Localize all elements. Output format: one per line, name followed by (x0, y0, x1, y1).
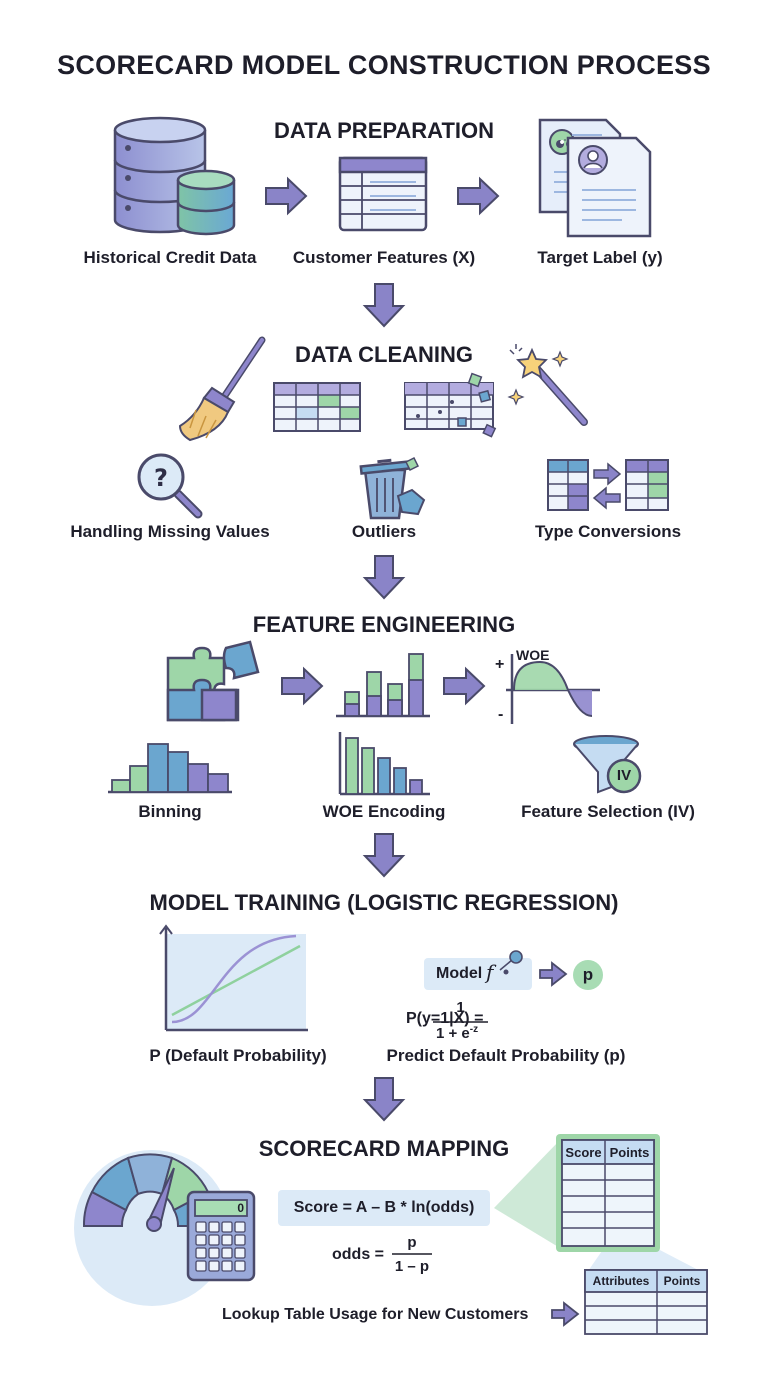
diagram-title: SCORECARD MODEL CONSTRUCTION PROCESS (57, 50, 711, 80)
calculator-key (208, 1234, 220, 1246)
model-function-symbol: f (486, 960, 494, 984)
plus-sign: + (495, 656, 505, 673)
broom-icon (178, 336, 266, 442)
section-heading-model-training: MODEL TRAINING (LOGISTIC REGRESSION) (149, 890, 619, 915)
table-header-attributes: Attributes (592, 1274, 650, 1288)
section-heading-data-preparation: DATA PREPARATION (274, 118, 494, 143)
calculator-key (221, 1260, 233, 1272)
calculator-key (221, 1247, 233, 1259)
section-heading-scorecard-mapping: SCORECARD MAPPING (258, 1136, 510, 1161)
model-box-label: Model (436, 965, 483, 982)
logistic-chart-icon (159, 924, 308, 1032)
calculator-key (195, 1260, 207, 1272)
label-woe-encoding: WOE Encoding (322, 802, 446, 821)
down-arrow-icon (362, 283, 406, 328)
magnifier-question-icon: ? (137, 453, 203, 519)
type-conversion-icon (547, 459, 669, 511)
odds-denominator: 1 – p (394, 1258, 430, 1275)
features-table-icon (338, 156, 428, 232)
section-heading-feature-engineering: FEATURE ENGINEERING (252, 612, 516, 637)
label-target-label: Target Label (y) (537, 248, 663, 267)
label-predict-default-probability: Predict Default Probability (p) (386, 1046, 626, 1065)
arrow-icon (281, 666, 324, 706)
down-arrow-icon (362, 555, 406, 600)
label-outliers: Outliers (351, 522, 417, 541)
score-points-table (556, 1134, 660, 1252)
label-lookup-table-usage: Lookup Table Usage for New Customers (222, 1306, 529, 1323)
calculator-key (195, 1247, 207, 1259)
document-profile-icon (566, 136, 652, 238)
magic-wand-icon (507, 344, 588, 426)
table-header-score: Score (565, 1145, 602, 1160)
calculator-display: 0 (237, 1201, 244, 1215)
label-customer-features: Customer Features (X) (292, 248, 476, 267)
score-formula: Score = A – B * ln(odds) (293, 1199, 475, 1216)
calculator-key (208, 1221, 220, 1233)
woe-bars-icon (338, 732, 430, 796)
calculator-key (234, 1221, 246, 1233)
label-default-probability: P (Default Probability) (149, 1046, 327, 1065)
calculator-key (221, 1234, 233, 1246)
stacked-bar-icon (336, 653, 430, 718)
database-icon (113, 116, 236, 236)
histogram-icon (108, 743, 232, 794)
formula-numerator: 1 (456, 999, 465, 1016)
calculator-key (195, 1234, 207, 1246)
arrow-icon (443, 666, 486, 706)
formula-denominator-base: 1 + e (436, 1025, 470, 1042)
label-feature-selection: Feature Selection (IV) (521, 802, 695, 821)
formula-denominator: 1 + e-z (436, 1024, 478, 1042)
p-badge (573, 960, 603, 990)
table-grid-icon (273, 382, 361, 432)
score-formula-box (278, 1190, 490, 1226)
woe-axis-label: WOE (516, 647, 550, 663)
odds-numerator: p (407, 1234, 417, 1251)
arrow-icon (539, 961, 568, 987)
p-badge-label: p (582, 965, 594, 984)
svg-text:?: ? (154, 464, 168, 492)
arrow-icon (265, 176, 308, 216)
trash-bin-icon (359, 456, 426, 520)
down-arrow-icon (362, 833, 406, 878)
calculator-key (234, 1260, 246, 1272)
calculator-key (208, 1247, 220, 1259)
calculator-key (195, 1221, 207, 1233)
calculator-key (208, 1260, 220, 1272)
label-type-conversions: Type Conversions (534, 522, 682, 541)
label-handling-missing-values: Handling Missing Values (70, 522, 270, 541)
woe-curve-icon (506, 654, 600, 724)
table-header-points: Points (609, 1145, 650, 1160)
calculator-keys (195, 1221, 246, 1272)
section-heading-data-cleaning: DATA CLEANING (294, 342, 474, 367)
table-header-points-2: Points (663, 1274, 701, 1288)
puzzle-icon (166, 640, 260, 722)
calculator-key (234, 1247, 246, 1259)
arrow-icon (457, 176, 500, 216)
funnel-icon (573, 735, 642, 794)
arrow-icon (551, 1301, 580, 1327)
down-arrow-icon (362, 1077, 406, 1122)
model-box (424, 950, 532, 990)
projection-shape (494, 1140, 706, 1274)
formula-exponent: -z (469, 1024, 479, 1035)
odds-formula: odds = (332, 1246, 385, 1263)
iv-badge: IV (616, 767, 632, 784)
attributes-points-table (584, 1269, 708, 1335)
messy-table-icon (404, 372, 497, 438)
calculator-key (234, 1234, 246, 1246)
minus-sign: - (498, 706, 504, 723)
label-historical-credit-data: Historical Credit Data (83, 248, 257, 267)
calculator-key (221, 1221, 233, 1233)
label-binning: Binning (138, 802, 202, 821)
probability-formula: P(y=1|X) = (406, 1010, 484, 1027)
